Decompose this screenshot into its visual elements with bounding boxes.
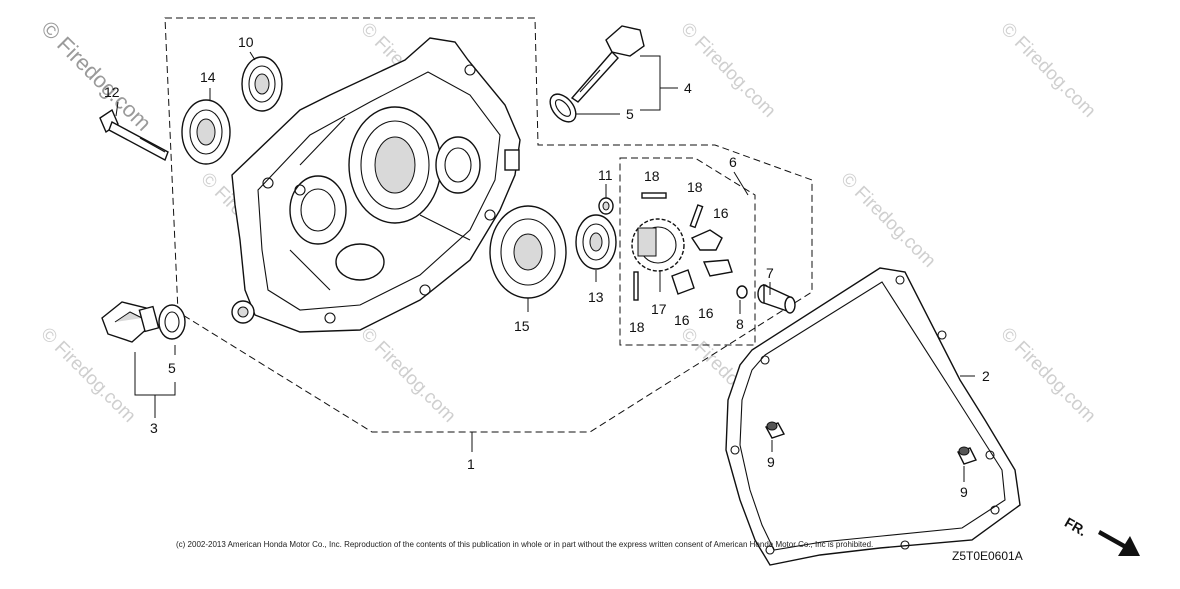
callout-5-lower: 5 <box>168 360 176 376</box>
watermark-tile: © Firedog.com <box>36 16 156 136</box>
washer-part-11 <box>598 197 614 215</box>
watermark-tile: © Firedog.com <box>996 19 1099 122</box>
callout-16-mid: 16 <box>674 312 690 328</box>
gasket-part-2 <box>725 267 1021 566</box>
callout-7: 7 <box>766 265 774 281</box>
callout-15: 15 <box>514 318 530 334</box>
callout-11: 11 <box>598 167 613 183</box>
callout-12: 12 <box>104 84 120 100</box>
governor-weight-parts-16 <box>671 229 733 295</box>
watermark-tile: © Firedog.com <box>836 169 939 272</box>
callout-18-upper-right: 18 <box>687 179 703 195</box>
callout-18-top: 18 <box>644 168 660 184</box>
callout-16-right: 16 <box>698 305 714 321</box>
pin-parts-18 <box>633 192 704 301</box>
assembly-1-outline <box>164 17 813 433</box>
callout-4: 4 <box>684 80 692 96</box>
watermark-tile: © Firedog.com <box>356 324 459 427</box>
leader-lines <box>115 51 975 482</box>
callout-18-lower: 18 <box>629 319 645 335</box>
o-ring-part-5-lower <box>158 304 186 340</box>
dipstick-part-4 <box>570 25 645 103</box>
bearing-part-10 <box>241 56 283 112</box>
callout-16-upper: 16 <box>713 205 729 221</box>
watermark-tile: © Firedog.com <box>996 324 1099 427</box>
watermark-tile: © Firedog.com <box>676 19 779 122</box>
dowel-pin-parts-9 <box>764 421 977 465</box>
washer-part-8 <box>736 285 748 299</box>
governor-gear-part-17 <box>631 218 685 272</box>
callout-2: 2 <box>982 368 990 384</box>
front-direction-arrow-icon <box>1098 530 1140 556</box>
callout-17: 17 <box>651 301 667 317</box>
callout-9-right: 9 <box>960 484 968 500</box>
bearing-part-14 <box>181 99 231 165</box>
callout-1: 1 <box>467 456 475 472</box>
bolt-part-12 <box>99 108 169 161</box>
assembly-6-outline <box>619 157 756 346</box>
bearing-part-15 <box>489 205 567 299</box>
bearing-part-13 <box>575 214 617 270</box>
callout-5-top: 5 <box>626 106 634 122</box>
callout-8: 8 <box>736 316 744 332</box>
callout-3: 3 <box>150 420 158 436</box>
callout-10: 10 <box>238 34 254 50</box>
copyright-notice: (c) 2002-2013 American Honda Motor Co., … <box>176 540 874 549</box>
callout-9-left: 9 <box>767 454 775 470</box>
shaft-part-7 <box>757 283 796 314</box>
callout-labels: 1 2 3 4 5 5 6 7 8 9 9 10 11 12 13 14 15 … <box>104 34 990 500</box>
callout-14: 14 <box>200 69 216 85</box>
callout-6: 6 <box>729 154 737 170</box>
oil-filler-cap-part-3 <box>101 301 160 343</box>
crankcase-cover <box>231 37 521 333</box>
diagram-code: Z5T0E0601A <box>952 549 1023 563</box>
callout-13: 13 <box>588 289 604 305</box>
o-ring-part-5-top <box>549 93 577 123</box>
